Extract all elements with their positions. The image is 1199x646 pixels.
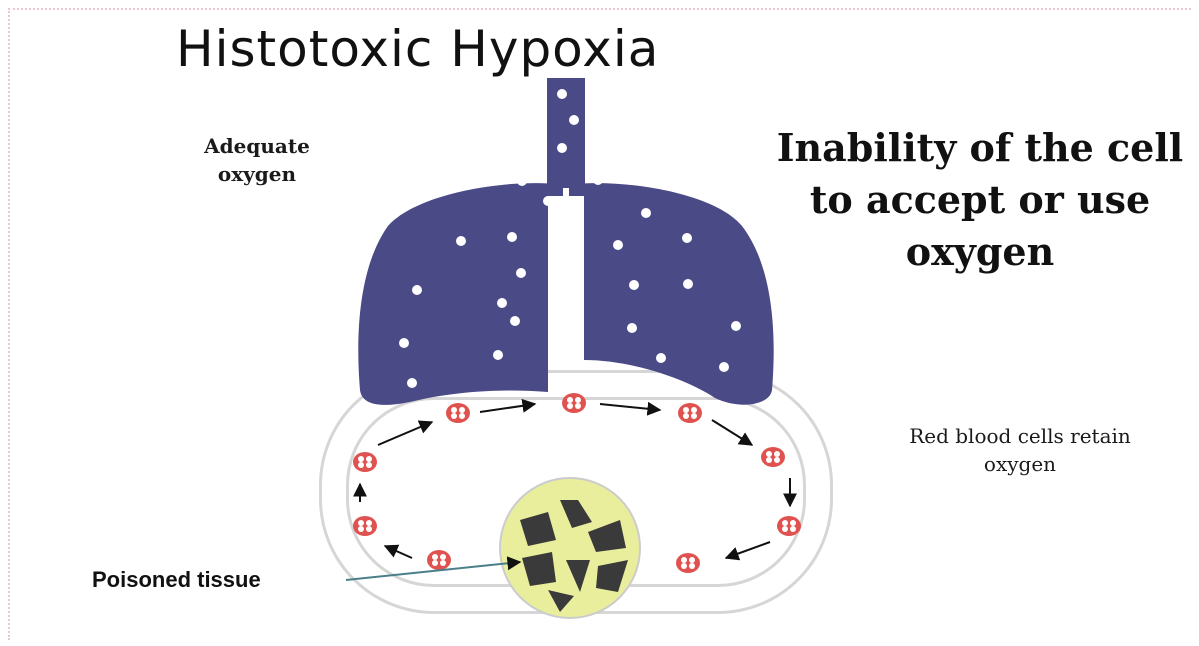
left-lung bbox=[358, 183, 563, 405]
poisoned-tissue bbox=[500, 478, 640, 618]
lungs bbox=[358, 78, 773, 405]
